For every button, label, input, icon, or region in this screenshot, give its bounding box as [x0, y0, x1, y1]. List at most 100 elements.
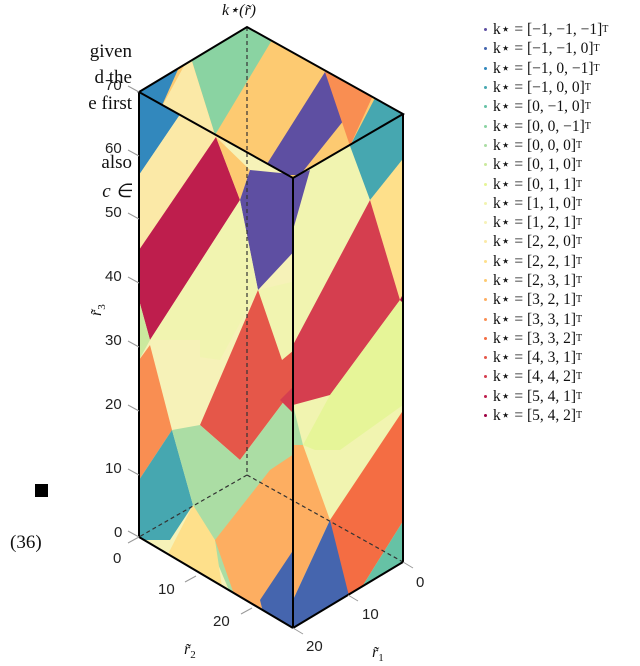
legend-label: k⋆ = [3, 3, 1] — [493, 310, 577, 328]
legend-item: k⋆ = [0, 0, −1]T — [484, 116, 608, 135]
legend-transpose-superscript: T — [576, 217, 583, 229]
legend-transpose-superscript: T — [576, 390, 583, 402]
legend-label: k⋆ = [0, 0, −1] — [493, 117, 585, 135]
legend-item: k⋆ = [−1, −1, −1]T — [484, 20, 608, 39]
legend-marker-icon — [484, 240, 487, 244]
y-tick-0: 0 — [113, 550, 122, 567]
legend-transpose-superscript: T — [576, 255, 583, 267]
legend-transpose-superscript: T — [576, 313, 583, 325]
legend-label: k⋆ = [2, 2, 0] — [493, 233, 577, 251]
legend-transpose-superscript: T — [584, 101, 591, 113]
legend-item: k⋆ = [3, 3, 1]T — [484, 309, 608, 328]
legend-transpose-superscript: T — [576, 159, 583, 171]
x-tick-10: 10 — [362, 606, 379, 623]
legend-item: k⋆ = [−1, 0, −1]T — [484, 59, 608, 78]
x-tick-0: 0 — [416, 574, 425, 591]
legend-label: k⋆ = [4, 4, 2] — [493, 368, 577, 386]
legend-label: k⋆ = [1, 2, 1] — [493, 214, 577, 232]
legend-item: k⋆ = [5, 4, 2]T — [484, 406, 608, 425]
legend-item: k⋆ = [4, 3, 1]T — [484, 348, 608, 367]
legend-label: k⋆ = [0, 1, 0] — [493, 156, 577, 174]
legend-marker-icon — [484, 279, 487, 282]
legend-item: k⋆ = [0, 0, 0]T — [484, 136, 608, 155]
legend-transpose-superscript: T — [576, 236, 583, 248]
y-tick-20: 20 — [213, 613, 230, 630]
y-tick-10: 10 — [158, 581, 175, 598]
z-tick-60: 60 — [105, 140, 122, 157]
z-axis-label: r̃3 — [88, 304, 109, 316]
legend-marker-icon — [484, 86, 487, 90]
x-axis-label: r̃1 — [372, 644, 384, 665]
legend-label: k⋆ = [2, 2, 1] — [493, 252, 577, 270]
legend-transpose-superscript: T — [576, 178, 583, 190]
legend-transpose-superscript: T — [584, 82, 591, 94]
legend-label: k⋆ = [1, 1, 0] — [493, 194, 577, 212]
legend-marker-icon — [484, 414, 487, 418]
legend-marker-icon — [484, 66, 487, 70]
paper-text-line-1: given — [89, 41, 132, 62]
legend-marker-icon — [484, 259, 487, 263]
x-tick-20: 20 — [306, 638, 323, 655]
z-tick-0: 0 — [114, 524, 123, 541]
legend-marker-icon — [484, 317, 487, 321]
legend-transpose-superscript: T — [593, 62, 600, 74]
legend-transpose-superscript: T — [576, 197, 583, 209]
legend-marker-icon — [484, 298, 487, 302]
legend-transpose-superscript: T — [576, 294, 583, 306]
legend-transpose-superscript: T — [576, 371, 583, 383]
legend-label: k⋆ = [−1, −1, 0] — [493, 40, 594, 58]
legend-item: k⋆ = [−1, 0, 0]T — [484, 78, 608, 97]
legend-marker-icon — [484, 105, 487, 109]
legend-item: k⋆ = [1, 1, 0]T — [484, 194, 608, 213]
paper-text-line-2: d the — [94, 67, 132, 88]
legend-transpose-superscript: T — [576, 139, 583, 151]
legend-transpose-superscript: T — [593, 43, 600, 55]
legend-marker-icon — [484, 375, 487, 379]
legend-item: k⋆ = [5, 4, 1]T — [484, 387, 608, 406]
chart-title: k⋆(r̃) — [222, 2, 256, 19]
legend-label: k⋆ = [3, 3, 2] — [493, 329, 577, 347]
legend-marker-icon — [484, 143, 487, 147]
left-face — [139, 92, 293, 628]
paper-text-line-4: also — [101, 152, 132, 173]
z-tick-50: 50 — [105, 204, 122, 221]
legend-item: k⋆ = [0, 1, 1]T — [484, 174, 608, 193]
legend-marker-icon — [484, 336, 487, 340]
legend-label: k⋆ = [5, 4, 2] — [493, 407, 577, 425]
tick-marks — [127, 85, 414, 635]
legend-item: k⋆ = [−1, −1, 0]T — [484, 39, 608, 58]
legend-marker-icon — [484, 356, 487, 360]
z-tick-10: 10 — [105, 460, 122, 477]
legend-label: k⋆ = [5, 4, 1] — [493, 387, 577, 405]
z-tick-30: 30 — [105, 332, 122, 349]
legend-item: k⋆ = [1, 2, 1]T — [484, 213, 608, 232]
legend-label: k⋆ = [3, 2, 1] — [493, 291, 577, 309]
legend-transpose-superscript: T — [576, 410, 583, 422]
z-tick-20: 20 — [105, 396, 122, 413]
equation-number: (36) — [10, 532, 42, 553]
legend-item: k⋆ = [0, −1, 0]T — [484, 97, 608, 116]
legend-marker-icon — [484, 163, 487, 167]
legend-item: k⋆ = [2, 2, 1]T — [484, 252, 608, 271]
y-axis-label: r̃2 — [184, 641, 196, 662]
legend-label: k⋆ = [−1, 0, 0] — [493, 79, 585, 97]
legend-label: k⋆ = [4, 3, 1] — [493, 349, 577, 367]
legend-transpose-superscript: T — [576, 275, 583, 286]
legend-item: k⋆ = [3, 3, 2]T — [484, 329, 608, 348]
legend-marker-icon — [484, 201, 487, 205]
legend-label: k⋆ = [−1, −1, −1] — [493, 21, 603, 39]
legend-label: k⋆ = [2, 3, 1] — [493, 272, 577, 289]
legend-transpose-superscript: T — [576, 352, 583, 364]
legend-item: k⋆ = [2, 3, 1]T — [484, 271, 608, 290]
legend-marker-icon — [484, 28, 487, 32]
legend-label: k⋆ = [0, 0, 0] — [493, 136, 577, 154]
right-face — [293, 114, 403, 628]
paper-text-line-3: e first — [88, 93, 132, 114]
legend-transpose-superscript: T — [584, 120, 591, 132]
hidden-edges — [138, 27, 404, 563]
legend-marker-icon — [484, 124, 487, 128]
legend-item: k⋆ = [4, 4, 2]T — [484, 367, 608, 386]
legend-marker-icon — [484, 182, 487, 186]
legend-marker-icon — [484, 221, 487, 225]
